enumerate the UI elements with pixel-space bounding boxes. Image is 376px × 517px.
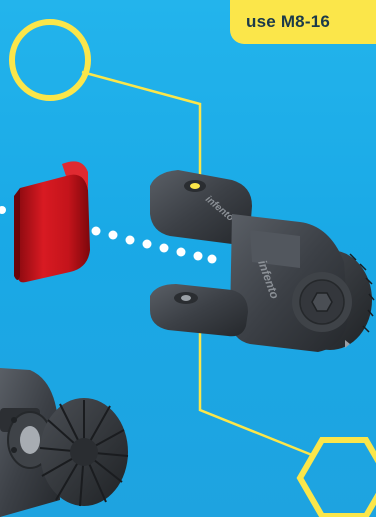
leader-line-bottom — [200, 332, 312, 455]
size-callout: use M8-16 — [230, 0, 376, 44]
clamp-part: infento infento — [150, 170, 374, 352]
leader-line-top — [82, 72, 200, 180]
circle-marker-icon — [12, 22, 88, 98]
callout-text: use M8-16 — [246, 12, 330, 32]
red-clip — [14, 161, 90, 282]
wheel-assembly — [0, 368, 128, 517]
hexagon-marker-icon — [300, 440, 376, 516]
